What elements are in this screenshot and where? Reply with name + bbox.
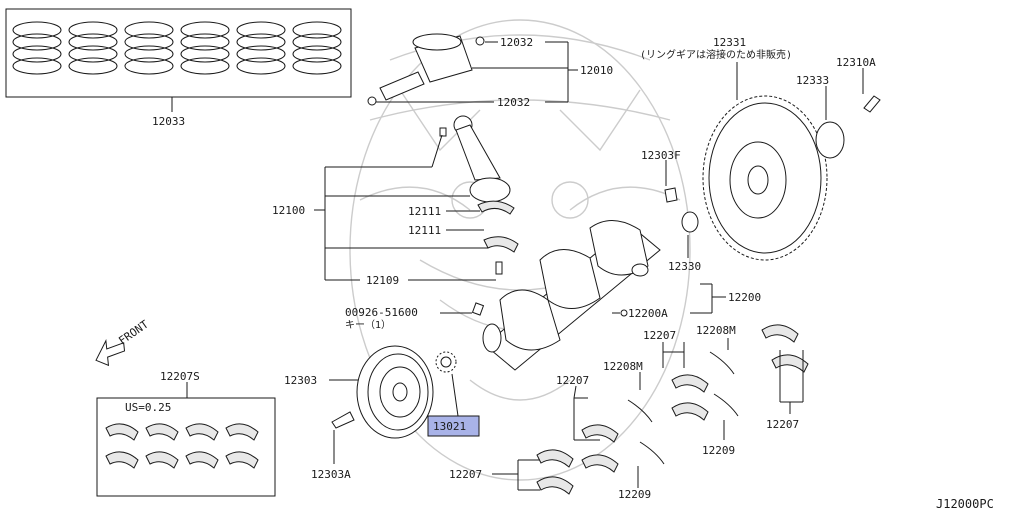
main-bearing-shell bbox=[671, 374, 709, 393]
part-label-12303A[interactable]: 12303A bbox=[311, 468, 351, 481]
piston-ring bbox=[180, 33, 230, 51]
part-label-12111-lower[interactable]: 12111 bbox=[408, 224, 441, 237]
main-bearing-shell bbox=[671, 402, 709, 421]
piston-ring bbox=[124, 57, 174, 75]
piston-ring bbox=[292, 45, 342, 63]
piston-ring bbox=[292, 57, 342, 75]
bearing-shell bbox=[225, 451, 259, 469]
part-label-12207-d[interactable]: 12207 bbox=[766, 418, 799, 431]
main-bearing-set-undersize: 12207S US=0.25 bbox=[96, 370, 276, 497]
bearing-shell bbox=[145, 423, 179, 441]
piston-ring bbox=[124, 45, 174, 63]
bearing-shell bbox=[145, 451, 179, 469]
thrust-washer bbox=[639, 441, 665, 465]
main-bearing-shell bbox=[761, 324, 799, 343]
thrust-washer bbox=[709, 351, 735, 375]
piston-ring bbox=[292, 33, 342, 51]
main-bearing-shell bbox=[771, 354, 809, 373]
piston-ring bbox=[12, 33, 62, 51]
crankshaft: 12303F 12330 12200 12200A bbox=[482, 149, 761, 371]
bearing-shell bbox=[105, 451, 139, 469]
part-label-12303F[interactable]: 12303F bbox=[641, 149, 681, 162]
front-arrow-icon bbox=[95, 338, 126, 367]
part-label-12032-top[interactable]: 12032 bbox=[500, 36, 533, 49]
main-bearings: 12207 12207 12207 12207 12208M 12208M 12… bbox=[449, 324, 809, 501]
part-label-12109[interactable]: 12109 bbox=[366, 274, 399, 287]
part-label-12100[interactable]: 12100 bbox=[272, 204, 305, 217]
bearing-shell bbox=[105, 423, 139, 441]
main-bearing-shell bbox=[536, 476, 574, 495]
front-direction-indicator: FRONT bbox=[95, 318, 151, 367]
thrust-washer bbox=[713, 393, 739, 417]
part-label-12208M-b[interactable]: 12208M bbox=[696, 324, 736, 337]
piston-ring bbox=[68, 57, 118, 75]
part-label-12207-b[interactable]: 12207 bbox=[449, 468, 482, 481]
part-label-12200A[interactable]: 12200A bbox=[628, 307, 668, 320]
part-label-12333[interactable]: 12333 bbox=[796, 74, 829, 87]
part-label-12208M-a[interactable]: 12208M bbox=[603, 360, 643, 373]
part-label-12209-b[interactable]: 12209 bbox=[618, 488, 651, 501]
piston-ring bbox=[12, 45, 62, 63]
part-note-key: キー（1） bbox=[345, 319, 391, 331]
piston-ring bbox=[68, 21, 118, 39]
piston: 12032 12032 12010 bbox=[367, 33, 613, 109]
piston-ring bbox=[180, 57, 230, 75]
crank-key: 00926-51600 キー（1） bbox=[345, 302, 485, 331]
thrust-washer bbox=[627, 399, 653, 423]
flywheel: 12331 (リングギアは溶接のため非販売) 12333 12310A bbox=[640, 36, 881, 261]
bearing-shell bbox=[185, 451, 219, 469]
piston-ring bbox=[124, 21, 174, 39]
part-label-12207S[interactable]: 12207S bbox=[160, 370, 200, 383]
piston-ring bbox=[236, 33, 286, 51]
highlight-box-13021 bbox=[427, 415, 480, 437]
bearing-shell bbox=[225, 423, 259, 441]
main-bearing-shell bbox=[581, 454, 619, 473]
part-label-12111-upper[interactable]: 12111 bbox=[408, 205, 441, 218]
bearing-shell bbox=[185, 423, 219, 441]
piston-ring bbox=[180, 21, 230, 39]
part-label-12032-bottom[interactable]: 12032 bbox=[497, 96, 530, 109]
part-label-12310A[interactable]: 12310A bbox=[836, 56, 876, 69]
connecting-rod: 12100 12111 12111 12109 bbox=[272, 115, 519, 287]
main-bearing-shell bbox=[581, 424, 619, 443]
part-label-12331[interactable]: 12331 bbox=[713, 36, 746, 49]
piston-ring bbox=[180, 45, 230, 63]
part-label-12010[interactable]: 12010 bbox=[580, 64, 613, 77]
piston-ring bbox=[236, 57, 286, 75]
piston-ring bbox=[236, 45, 286, 63]
piston-ring bbox=[68, 45, 118, 63]
part-label-12303[interactable]: 12303 bbox=[284, 374, 317, 387]
part-label-12033[interactable]: 12033 bbox=[152, 115, 185, 128]
part-label-12200[interactable]: 12200 bbox=[728, 291, 761, 304]
diagram-code: J12000PC bbox=[936, 497, 994, 511]
part-label-12330[interactable]: 12330 bbox=[668, 260, 701, 273]
piston-ring bbox=[124, 33, 174, 51]
part-label-12207-c[interactable]: 12207 bbox=[643, 329, 676, 342]
piston-ring bbox=[236, 21, 286, 39]
part-label-13021[interactable]: 13021 bbox=[433, 420, 466, 433]
front-label: FRONT bbox=[116, 318, 151, 348]
piston-ring bbox=[12, 21, 62, 39]
piston-ring bbox=[12, 57, 62, 75]
crank-pulley: 12303 13021 12303A bbox=[284, 345, 480, 481]
piston-ring bbox=[292, 21, 342, 39]
part-label-12207-a[interactable]: 12207 bbox=[556, 374, 589, 387]
piston-ring-set: 12033 bbox=[5, 8, 352, 128]
part-label-12209-a[interactable]: 12209 bbox=[702, 444, 735, 457]
part-note-12331: (リングギアは溶接のため非販売) bbox=[640, 48, 792, 61]
undersize-label: US=0.25 bbox=[125, 401, 171, 414]
piston-ring bbox=[68, 33, 118, 51]
part-label-00926-51600[interactable]: 00926-51600 bbox=[345, 306, 418, 319]
main-bearing-shell bbox=[536, 449, 574, 468]
